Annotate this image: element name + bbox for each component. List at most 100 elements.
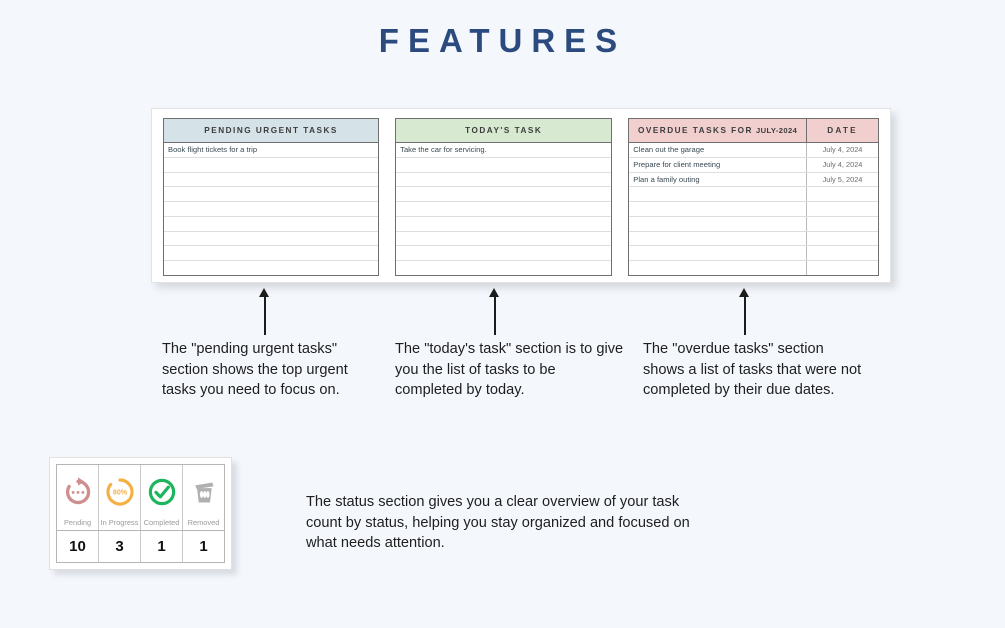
- task-cell: [396, 246, 611, 260]
- date-cell: July 5, 2024: [806, 172, 878, 187]
- status-label-in-progress: In Progress: [100, 518, 139, 527]
- table-row[interactable]: [396, 187, 612, 203]
- table-row[interactable]: [164, 246, 379, 262]
- task-cell: [164, 217, 378, 231]
- panel-body-today: Take the car for servicing.: [396, 143, 612, 275]
- task-cell: [396, 232, 611, 246]
- status-column-completed[interactable]: Completed: [141, 465, 183, 530]
- table-row[interactable]: [396, 217, 612, 232]
- task-cell: [629, 246, 806, 260]
- table-row[interactable]: Prepare for client meeting July 4, 2024: [629, 157, 878, 173]
- task-cell: Plan a family outing: [633, 174, 700, 184]
- table-row[interactable]: Book flight tickets for a trip: [164, 143, 379, 158]
- table-row[interactable]: [164, 217, 379, 232]
- status-count-in-progress: 3: [99, 531, 141, 562]
- status-count-completed: 1: [141, 531, 183, 562]
- task-cell: [164, 173, 378, 187]
- task-cell: [629, 187, 806, 201]
- date-cell: July 4, 2024: [806, 143, 878, 157]
- features-board: PENDING URGENT TASKS Book flight tickets…: [151, 108, 891, 283]
- table-row[interactable]: [164, 202, 379, 217]
- status-column-pending[interactable]: Pending: [57, 465, 99, 530]
- date-cell: [806, 216, 878, 231]
- task-cell: [629, 261, 806, 275]
- task-cell: [396, 187, 611, 201]
- task-cell: [396, 217, 611, 231]
- table-row[interactable]: [629, 246, 878, 262]
- table-row[interactable]: [629, 202, 878, 217]
- status-column-removed[interactable]: Removed: [183, 465, 224, 530]
- progress-donut-icon: 80%: [99, 465, 140, 515]
- table-row[interactable]: Take the car for servicing.: [396, 143, 612, 158]
- task-cell: [164, 232, 378, 246]
- status-label-completed: Completed: [143, 518, 180, 527]
- caption-today: The "today's task" section is to give yo…: [395, 341, 624, 398]
- task-cell: [629, 217, 806, 231]
- table-row[interactable]: [396, 173, 612, 188]
- table-row[interactable]: [629, 231, 878, 247]
- table-row[interactable]: [396, 261, 611, 275]
- task-cell: [396, 173, 611, 187]
- header-label-pending: PENDING URGENT TASKS: [164, 119, 379, 142]
- page-title: FEATURES: [378, 22, 627, 59]
- task-cell: Book flight tickets for a trip: [168, 145, 258, 155]
- table-row[interactable]: Clean out the garage July 4, 2024: [629, 143, 878, 158]
- completed-check-icon: [141, 465, 182, 515]
- arrow-up-icon-today: [488, 288, 502, 335]
- panel-header-today: TODAY'S TASK: [396, 119, 612, 143]
- table-row[interactable]: [629, 261, 878, 275]
- status-label-pending: Pending: [63, 518, 92, 527]
- arrow-up-icon-overdue: [738, 288, 752, 335]
- task-cell: [396, 261, 611, 275]
- removed-trash-icon: [183, 465, 224, 515]
- header-label-overdue-month: JULY-2024: [755, 126, 798, 135]
- status-count-pending: 10: [57, 531, 99, 562]
- date-cell: [806, 261, 878, 275]
- status-column-in-progress[interactable]: 80% In Progress: [99, 465, 141, 530]
- panel-pending-urgent-tasks: PENDING URGENT TASKS Book flight tickets…: [163, 118, 380, 276]
- task-cell: Clean out the garage: [633, 145, 705, 155]
- table-row[interactable]: [164, 232, 379, 247]
- table-row[interactable]: [396, 232, 612, 247]
- table-row[interactable]: [396, 158, 612, 173]
- status-count-removed: 1: [199, 538, 208, 555]
- header-label-today: TODAY'S TASK: [396, 119, 612, 142]
- panel-header-pending: PENDING URGENT TASKS: [164, 119, 379, 143]
- table-row[interactable]: [396, 202, 612, 217]
- task-cell: [629, 232, 806, 246]
- table-row[interactable]: [629, 187, 878, 203]
- status-label-removed: Removed: [187, 518, 220, 527]
- table-row[interactable]: [164, 158, 379, 173]
- arrow-up-icon-pending: [258, 288, 272, 335]
- date-cell: July 4, 2024: [806, 157, 878, 172]
- task-cell: [164, 261, 378, 275]
- status-counts-row: 10 3 1 1: [57, 530, 224, 562]
- header-label-date: DATE: [806, 119, 878, 142]
- date-cell: [806, 246, 878, 261]
- caption-overdue: The "overdue tasks" section shows a list…: [643, 341, 862, 398]
- date-cell: [806, 231, 878, 246]
- caption-status: The status section gives you a clear ove…: [306, 494, 690, 551]
- task-cell: [396, 202, 611, 216]
- task-cell: [396, 158, 611, 172]
- task-cell: Prepare for client meeting: [633, 160, 721, 170]
- date-cell: [806, 202, 878, 216]
- task-cell: [164, 246, 378, 260]
- table-row[interactable]: [396, 246, 612, 262]
- header-label-overdue-text: OVERDUE TASKS FOR: [638, 126, 753, 135]
- panel-todays-task: TODAY'S TASK Take the car for servicing.: [395, 118, 613, 276]
- table-row[interactable]: [164, 187, 379, 203]
- table-row[interactable]: [629, 216, 878, 232]
- task-cell: [629, 202, 806, 216]
- caption-pending: The "pending urgent tasks" section shows…: [162, 341, 348, 398]
- task-cell: [164, 187, 378, 201]
- table-row[interactable]: [164, 173, 379, 188]
- table-row[interactable]: [164, 261, 378, 275]
- status-card: Pending 80% In Progress: [49, 457, 232, 570]
- pending-refresh-icon: [57, 465, 98, 515]
- table-row[interactable]: Plan a family outing July 5, 2024: [629, 172, 878, 188]
